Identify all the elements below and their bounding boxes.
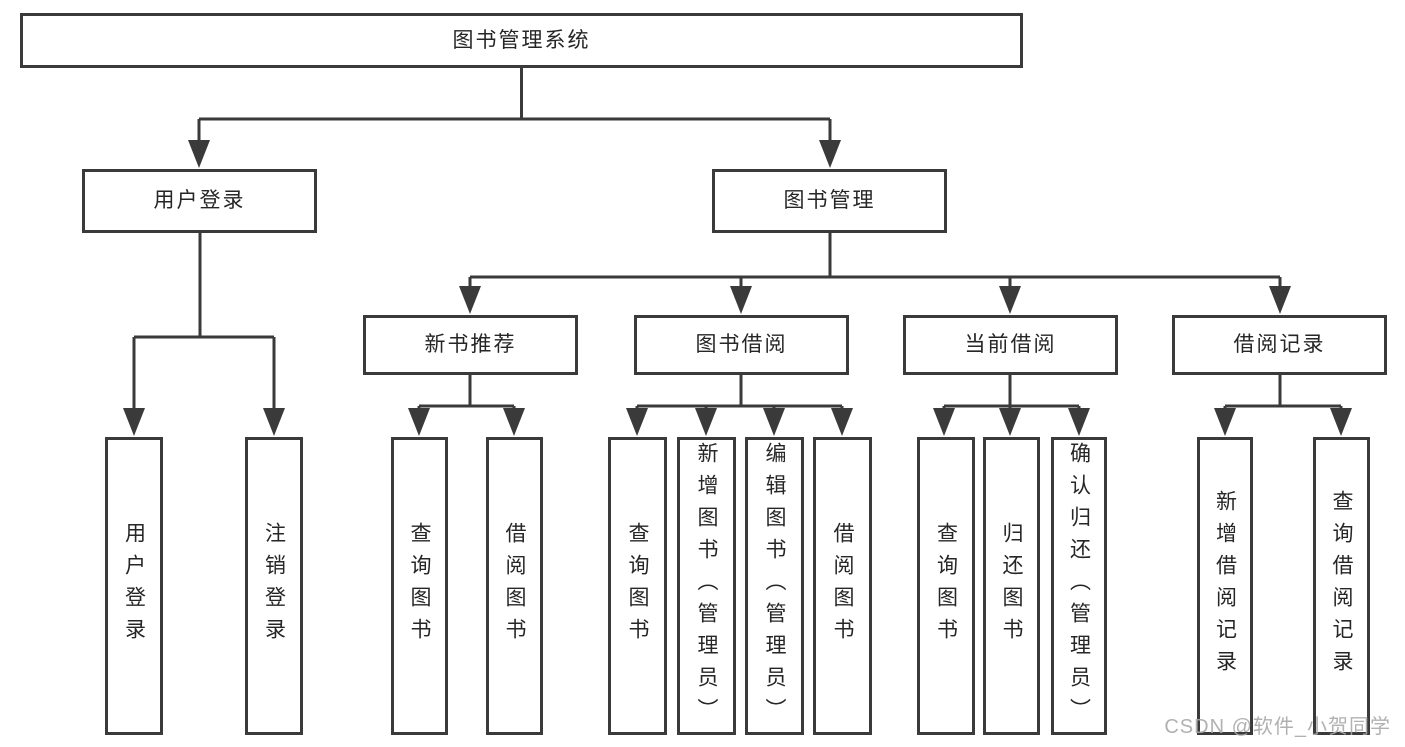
leaf-query-borrow-record: 查询借阅记录 — [1313, 437, 1370, 735]
node-label: 当前借阅 — [964, 333, 1057, 357]
csdn-watermark: CSDN @软件_小贺同学 — [1164, 716, 1391, 738]
node-label: 新增借阅记录 — [1213, 490, 1237, 682]
node-label: 查询借阅记录 — [1330, 490, 1353, 682]
node-label: 用户登录 — [122, 522, 146, 650]
node-current-borrow: 当前借阅 — [903, 315, 1118, 375]
node-label: 注销登录 — [262, 522, 286, 650]
node-book-management: 图书管理 — [712, 169, 947, 233]
node-label: 图书管理系统 — [452, 28, 591, 52]
node-library-management-system: 图书管理系统 — [20, 13, 1023, 68]
node-label: 查询图书 — [408, 522, 431, 650]
node-label: 图书管理 — [783, 189, 876, 213]
node-label: 用户登录 — [153, 189, 246, 213]
arrowhead-icons — [123, 140, 1352, 436]
leaf-add-book-admin: 新增图书（管理员） — [677, 437, 736, 735]
node-book-borrow: 图书借阅 — [634, 315, 849, 375]
node-label: 图书借阅 — [695, 333, 788, 357]
node-label: 查询图书 — [626, 522, 649, 650]
node-label: 编辑图书（管理员） — [763, 442, 786, 730]
node-borrow-records: 借阅记录 — [1172, 315, 1387, 375]
leaf-user-login: 用户登录 — [105, 437, 163, 735]
leaf-return-books: 归还图书 — [983, 437, 1040, 735]
leaf-edit-book-admin: 编辑图书（管理员） — [745, 437, 804, 735]
node-label: 借阅图书 — [831, 522, 854, 650]
node-label: 查询图书 — [934, 522, 958, 650]
node-label: 新书推荐 — [424, 333, 517, 357]
leaf-borrow-books-2: 借阅图书 — [813, 437, 872, 735]
leaf-borrow-books-1: 借阅图书 — [486, 437, 543, 735]
leaf-add-borrow-record: 新增借阅记录 — [1197, 437, 1253, 735]
node-label: 借阅记录 — [1233, 333, 1326, 357]
node-label: 归还图书 — [1000, 522, 1023, 650]
node-label: 借阅图书 — [503, 522, 526, 650]
leaf-logout: 注销登录 — [245, 437, 303, 735]
leaf-query-books-3: 查询图书 — [917, 437, 975, 735]
node-label: 确认归还（管理员） — [1067, 442, 1091, 730]
node-label: 新增图书（管理员） — [695, 442, 718, 730]
leaf-query-books-1: 查询图书 — [391, 437, 448, 735]
node-new-book-recommend: 新书推荐 — [363, 315, 578, 375]
node-user-login: 用户登录 — [82, 169, 317, 233]
leaf-query-books-2: 查询图书 — [608, 437, 667, 735]
leaf-confirm-return-admin: 确认归还（管理员） — [1051, 437, 1107, 735]
